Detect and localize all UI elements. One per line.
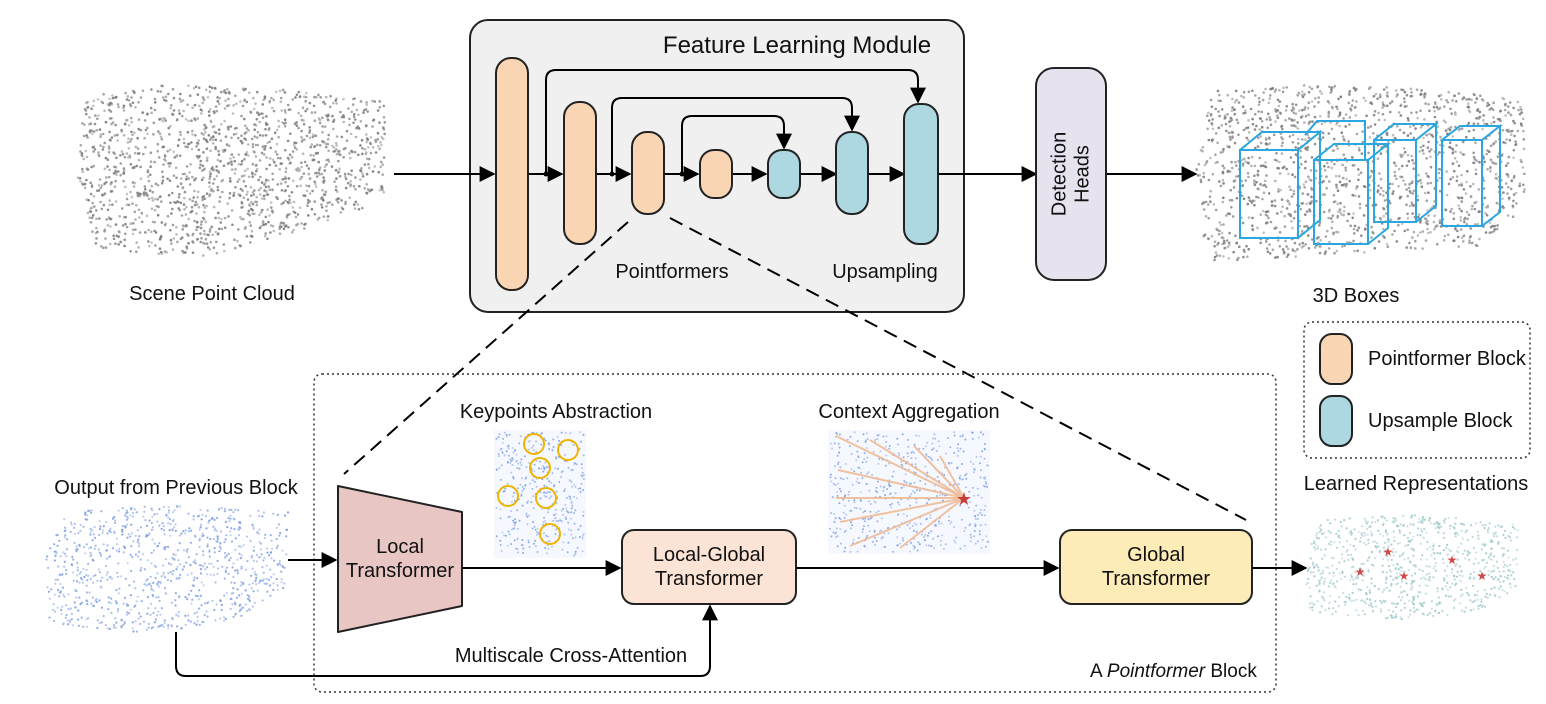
pointformer-block-caption: A Pointformer Block: [1090, 662, 1257, 681]
local-transformer-line1: Local: [376, 536, 424, 558]
previous-block-label: Output from Previous Block: [54, 477, 298, 499]
detection-heads-box: [1035, 67, 1107, 281]
caption-suffix: Block: [1205, 661, 1257, 682]
context-thumbnail: ★: [828, 430, 990, 554]
legend-upsample-label: Upsample Block: [1368, 410, 1513, 432]
pointformer-stages: [495, 57, 733, 291]
global-transformer-line2: Transformer: [1101, 568, 1211, 590]
local-global-transformer-label: Local-Global Transformer: [622, 530, 796, 604]
global-transformer-line1: Global: [1127, 544, 1185, 566]
legend-frame: [1303, 321, 1531, 459]
pointformer-stage-4: [699, 149, 733, 199]
local-transformer-label: Local Transformer: [338, 512, 462, 606]
zoom-lines: [343, 217, 1247, 521]
block-flow-arrows: [175, 552, 1308, 677]
cross-attention-label: Multiscale Cross-Attention: [454, 645, 688, 667]
upsample-stages: [767, 103, 939, 245]
local-global-line2: Transformer: [654, 568, 764, 590]
skip-connections: [545, 69, 926, 174]
3d-boxes-label: 3D Boxes: [1312, 285, 1400, 307]
local-global-line1: Local-Global: [652, 544, 766, 566]
upsample-stage-1: [767, 149, 801, 199]
keypoints-abstraction-label: Keypoints Abstraction: [459, 401, 653, 423]
3d-boxes-wireframes: [1239, 120, 1503, 245]
pointformer-stage-2: [563, 101, 597, 245]
pointformer-stage-3: [631, 131, 665, 215]
query-point-star: ★: [956, 489, 972, 509]
legend-pointformer-label: Pointformer Block: [1368, 348, 1526, 370]
learned-keypoint-stars: ★★★ ★★: [1355, 545, 1488, 583]
context-aggregation-label: Context Aggregation: [818, 401, 1000, 423]
upsample-stage-3: [903, 103, 939, 245]
detection-heads-line1: Detection: [1048, 131, 1070, 217]
pointformers-label: Pointformers: [615, 261, 729, 283]
caption-italic: Pointformer: [1106, 661, 1206, 682]
learned-representation-point-cloud: [1305, 514, 1519, 621]
learned-representations-label: Learned Representations: [1303, 473, 1529, 495]
local-transformer-shape: [337, 485, 463, 633]
global-transformer-label: Global Transformer: [1060, 530, 1252, 604]
output-point-cloud: [1195, 84, 1526, 262]
module-title: Feature Learning Module: [662, 32, 932, 59]
attention-lines: [835, 435, 965, 549]
upsample-stage-2: [835, 131, 869, 215]
scene-point-cloud: [76, 84, 387, 257]
detection-heads-line2: Heads: [1071, 145, 1093, 203]
legend-upsample-swatch: [1319, 395, 1353, 447]
pointformer-stage-1: [495, 57, 529, 291]
scene-point-cloud-label: Scene Point Cloud: [129, 283, 295, 305]
upsampling-label: Upsampling: [832, 261, 938, 283]
keypoint-rings: [497, 433, 579, 545]
local-transformer-line2: Transformer: [345, 560, 455, 582]
legend-pointformer-swatch: [1319, 333, 1353, 385]
detection-heads-label-wrap: Detection Heads: [1036, 68, 1106, 280]
previous-block-point-cloud: [45, 504, 290, 633]
caption-prefix: A: [1090, 661, 1107, 682]
pointformer-block-frame: [313, 373, 1277, 693]
detection-heads-label: Detection Heads: [1048, 132, 1094, 217]
keypoints-thumbnail: [494, 430, 586, 558]
